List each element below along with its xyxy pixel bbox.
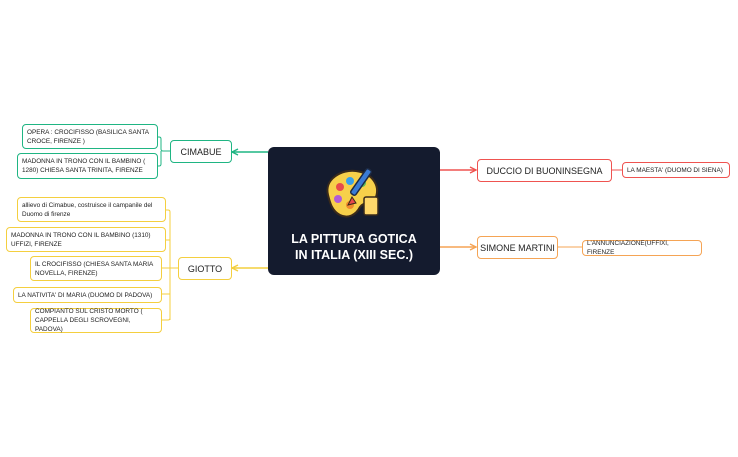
branch-label: SIMONE MARTINI bbox=[480, 242, 555, 253]
branch-cimabue[interactable]: CIMABUE bbox=[170, 140, 232, 163]
branch-label: GIOTTO bbox=[187, 263, 223, 274]
leaf-text: LA NATIVITA' DI MARIA (DUOMO DI PADOVA) bbox=[18, 291, 153, 299]
branch-duccio[interactable]: DUCCIO DI BUONINSEGNA bbox=[477, 159, 612, 182]
leaf-giotto-nativita[interactable]: LA NATIVITA' DI MARIA (DUOMO DI PADOVA) bbox=[13, 287, 162, 303]
branch-giotto[interactable]: GIOTTO bbox=[178, 257, 232, 280]
painter-palette-icon bbox=[326, 168, 379, 218]
leaf-text: L'ANNUNCIAZIONE(UFFIXI, FIRENZE bbox=[587, 240, 669, 256]
leaf-cimabue-madonna[interactable]: MADONNA IN TRONO CON IL BAMBINO ( 1280) … bbox=[17, 153, 158, 179]
leaf-text: COMPIANTO SUL CRISTO MORTO ( CAPPELLA DE… bbox=[35, 308, 143, 333]
leaf-text: LA MAESTA' (DUOMO DI SIENA) bbox=[627, 166, 723, 174]
leaf-text: OPERA : CROCIFISSO (BASILICA SANTA CROCE… bbox=[27, 128, 149, 145]
branch-simone-martini[interactable]: SIMONE MARTINI bbox=[477, 236, 558, 259]
branch-label: CIMABUE bbox=[180, 146, 222, 157]
leaf-giotto-crocifisso[interactable]: IL CROCIFISSO (CHIESA SANTA MARIA NOVELL… bbox=[30, 256, 162, 281]
leaf-giotto-madonna[interactable]: MADONNA IN TRONO CON IL BAMBINO (1310) U… bbox=[6, 227, 166, 252]
central-topic[interactable]: LA PITTURA GOTICA IN ITALIA (XIII SEC.) bbox=[268, 147, 440, 275]
leaf-text: IL CROCIFISSO (CHIESA SANTA MARIA NOVELL… bbox=[35, 260, 153, 277]
leaf-text: MADONNA IN TRONO CON IL BAMBINO (1310) U… bbox=[11, 231, 151, 248]
leaf-giotto-compianto[interactable]: COMPIANTO SUL CRISTO MORTO ( CAPPELLA DE… bbox=[30, 308, 162, 333]
leaf-text: allievo di Cimabue, costruisce il campan… bbox=[22, 201, 153, 218]
leaf-simone-annunciazione[interactable]: L'ANNUNCIAZIONE(UFFIXI, FIRENZE bbox=[582, 240, 702, 256]
leaf-text: MADONNA IN TRONO CON IL BAMBINO ( 1280) … bbox=[22, 158, 146, 174]
leaf-cimabue-crocifisso[interactable]: OPERA : CROCIFISSO (BASILICA SANTA CROCE… bbox=[22, 124, 158, 149]
central-title: LA PITTURA GOTICA IN ITALIA (XIII SEC.) bbox=[291, 232, 417, 262]
leaf-duccio-maesta[interactable]: LA MAESTA' (DUOMO DI SIENA) bbox=[622, 162, 730, 178]
branch-label: DUCCIO DI BUONINSEGNA bbox=[486, 165, 603, 176]
leaf-giotto-allievo[interactable]: allievo di Cimabue, costruisce il campan… bbox=[17, 197, 166, 222]
